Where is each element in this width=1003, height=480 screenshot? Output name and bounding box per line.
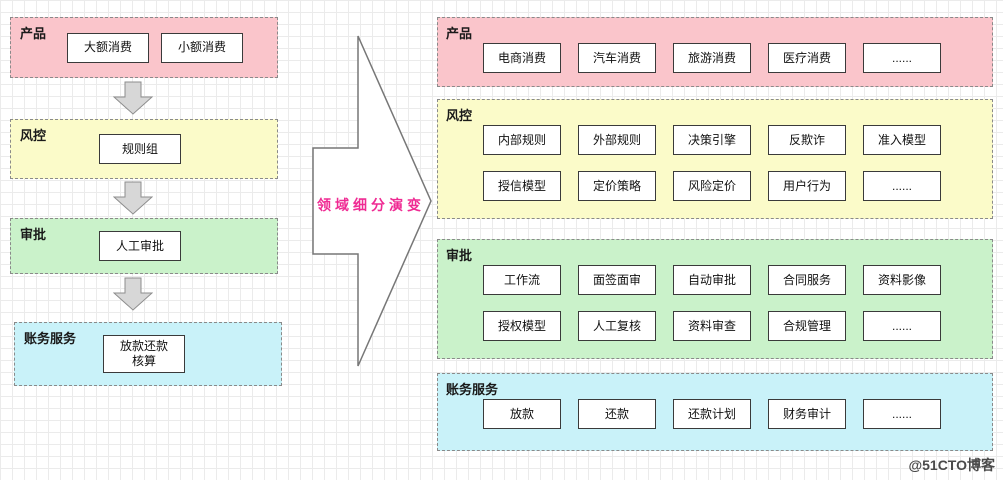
section-title: 产品 bbox=[446, 26, 473, 41]
node-rows: 内部规则 外部规则 决策引擎 反欺诈 准入模型 授信模型 定价策略 风险定价 用… bbox=[483, 125, 986, 201]
right-section-product: 产品 电商消费 汽车消费 旅游消费 医疗消费 ...... bbox=[437, 17, 993, 87]
node-box: 工作流 bbox=[483, 265, 561, 295]
node-box: 财务审计 bbox=[768, 399, 846, 429]
node-row: 授权模型 人工复核 资料审查 合规管理 ...... bbox=[483, 311, 986, 341]
section-title: 风控 bbox=[20, 128, 47, 143]
node-rows: 电商消费 汽车消费 旅游消费 医疗消费 ...... bbox=[483, 43, 986, 73]
node-row: 规则组 bbox=[99, 134, 181, 164]
node-row: 放款还款 核算 bbox=[103, 335, 185, 373]
node-box: 小额消费 bbox=[161, 32, 243, 63]
down-arrow-icon bbox=[113, 181, 153, 215]
evolution-arrow bbox=[312, 35, 432, 367]
left-section-accounting: 账务服务 放款还款 核算 bbox=[14, 322, 282, 386]
down-arrow-icon bbox=[113, 81, 153, 115]
node-row: 人工审批 bbox=[99, 231, 181, 261]
node-rows: 工作流 面签面审 自动审批 合同服务 资料影像 授权模型 人工复核 资料审查 合… bbox=[483, 265, 986, 341]
node-box: 放款 bbox=[483, 399, 561, 429]
section-title: 审批 bbox=[446, 248, 473, 263]
down-arrow-icon bbox=[113, 277, 153, 311]
node-box: 医疗消费 bbox=[768, 43, 846, 73]
node-row: 大额消费 小额消费 bbox=[67, 32, 243, 63]
node-box: 内部规则 bbox=[483, 125, 561, 155]
node-box: 旅游消费 bbox=[673, 43, 751, 73]
node-box: 准入模型 bbox=[863, 125, 941, 155]
node-box: 放款还款 核算 bbox=[103, 335, 185, 373]
right-section-risk: 风控 内部规则 外部规则 决策引擎 反欺诈 准入模型 授信模型 定价策略 风险定… bbox=[437, 99, 993, 219]
node-box: 合规管理 bbox=[768, 311, 846, 341]
node-box: ...... bbox=[863, 43, 941, 73]
node-box: 反欺诈 bbox=[768, 125, 846, 155]
node-box: 资料审查 bbox=[673, 311, 751, 341]
left-section-risk: 风控 规则组 bbox=[10, 119, 278, 179]
node-box: 还款 bbox=[578, 399, 656, 429]
node-rows: 放款 还款 还款计划 财务审计 ...... bbox=[483, 399, 986, 429]
node-box: 定价策略 bbox=[578, 171, 656, 201]
node-box: 风险定价 bbox=[673, 171, 751, 201]
right-section-approval: 审批 工作流 面签面审 自动审批 合同服务 资料影像 授权模型 人工复核 资料审… bbox=[437, 239, 993, 359]
node-row: 内部规则 外部规则 决策引擎 反欺诈 准入模型 bbox=[483, 125, 986, 155]
node-box: 用户行为 bbox=[768, 171, 846, 201]
node-box: 决策引擎 bbox=[673, 125, 751, 155]
left-section-product: 产品 大额消费 小额消费 bbox=[10, 17, 278, 78]
right-section-accounting: 账务服务 放款 还款 还款计划 财务审计 ...... bbox=[437, 373, 993, 451]
node-row: 放款 还款 还款计划 财务审计 ...... bbox=[483, 399, 986, 429]
section-title: 账务服务 bbox=[24, 331, 77, 346]
node-box: 合同服务 bbox=[768, 265, 846, 295]
node-box: 自动审批 bbox=[673, 265, 751, 295]
node-row: 电商消费 汽车消费 旅游消费 医疗消费 ...... bbox=[483, 43, 986, 73]
node-box: 资料影像 bbox=[863, 265, 941, 295]
node-box: 人工复核 bbox=[578, 311, 656, 341]
node-box: ...... bbox=[863, 399, 941, 429]
left-section-approval: 审批 人工审批 bbox=[10, 218, 278, 274]
node-row: 授信模型 定价策略 风险定价 用户行为 ...... bbox=[483, 171, 986, 201]
node-box: 还款计划 bbox=[673, 399, 751, 429]
node-box: 汽车消费 bbox=[578, 43, 656, 73]
node-box: 规则组 bbox=[99, 134, 181, 164]
node-box: 人工审批 bbox=[99, 231, 181, 261]
node-box: 大额消费 bbox=[67, 32, 149, 63]
node-box: 电商消费 bbox=[483, 43, 561, 73]
node-row: 工作流 面签面审 自动审批 合同服务 资料影像 bbox=[483, 265, 986, 295]
node-box: 外部规则 bbox=[578, 125, 656, 155]
node-box: ...... bbox=[863, 311, 941, 341]
section-title: 风控 bbox=[446, 108, 473, 123]
section-title: 账务服务 bbox=[446, 382, 499, 397]
node-box: ...... bbox=[863, 171, 941, 201]
node-box: 授信模型 bbox=[483, 171, 561, 201]
section-title: 审批 bbox=[20, 227, 47, 242]
node-box: 面签面审 bbox=[578, 265, 656, 295]
section-title: 产品 bbox=[20, 26, 47, 41]
watermark: @51CTO博客 bbox=[908, 457, 995, 473]
evolution-arrow-label: 领域细分演变 bbox=[317, 197, 425, 213]
node-box: 授权模型 bbox=[483, 311, 561, 341]
